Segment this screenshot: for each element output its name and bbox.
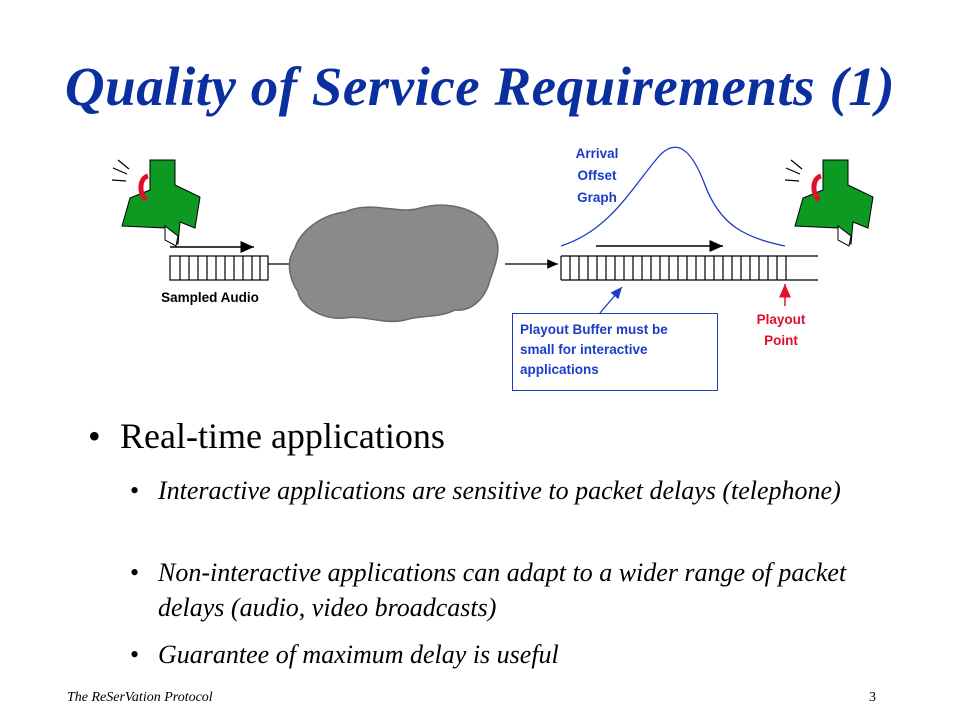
arrival-label-line: Graph <box>577 190 617 205</box>
arrival-label-line: Offset <box>577 168 617 183</box>
callout-line: applications <box>520 362 599 377</box>
playout-point-line: Point <box>764 333 798 348</box>
arrival-offset-graph-label: Arrival Offset Graph <box>576 146 619 205</box>
sender-person-icon <box>111 159 201 247</box>
sampled-audio-label: Sampled Audio <box>161 290 259 305</box>
bullet-dot-icon: • <box>88 416 101 456</box>
main-bullet-text: Real-time applications <box>120 416 445 456</box>
slide-title: Quality of Service Requirements (1) <box>64 56 896 117</box>
arrival-offset-curve <box>560 146 786 247</box>
sub-bullet-text: Guarantee of maximum delay is useful <box>158 640 559 669</box>
network-cloud-icon <box>288 204 499 323</box>
bullet-dot-icon: • <box>130 476 140 505</box>
playout-point-line: Playout <box>757 312 806 327</box>
sender-buffer <box>169 255 269 281</box>
playout-buffer-callout: Playout Buffer must be small for interac… <box>512 313 718 391</box>
callout-line: Playout Buffer must be <box>520 322 668 337</box>
bullet-dot-icon: • <box>130 558 140 587</box>
callout-pointer-arrow <box>599 286 623 314</box>
playout-point-label: Playout Point <box>757 312 806 348</box>
playout-buffer <box>560 255 818 281</box>
callout-line: small for interactive <box>520 342 648 357</box>
arrival-label-line: Arrival <box>576 146 619 161</box>
sub-bullet-text: Interactive applications are sensitive t… <box>158 476 841 505</box>
footer-title: The ReSerVation Protocol <box>67 690 213 705</box>
bullet-dot-icon: • <box>130 640 140 669</box>
page-number: 3 <box>869 690 876 705</box>
sub-bullet-text: Non-interactive applications can adapt t… <box>158 558 847 622</box>
receiver-person-icon <box>784 159 874 247</box>
